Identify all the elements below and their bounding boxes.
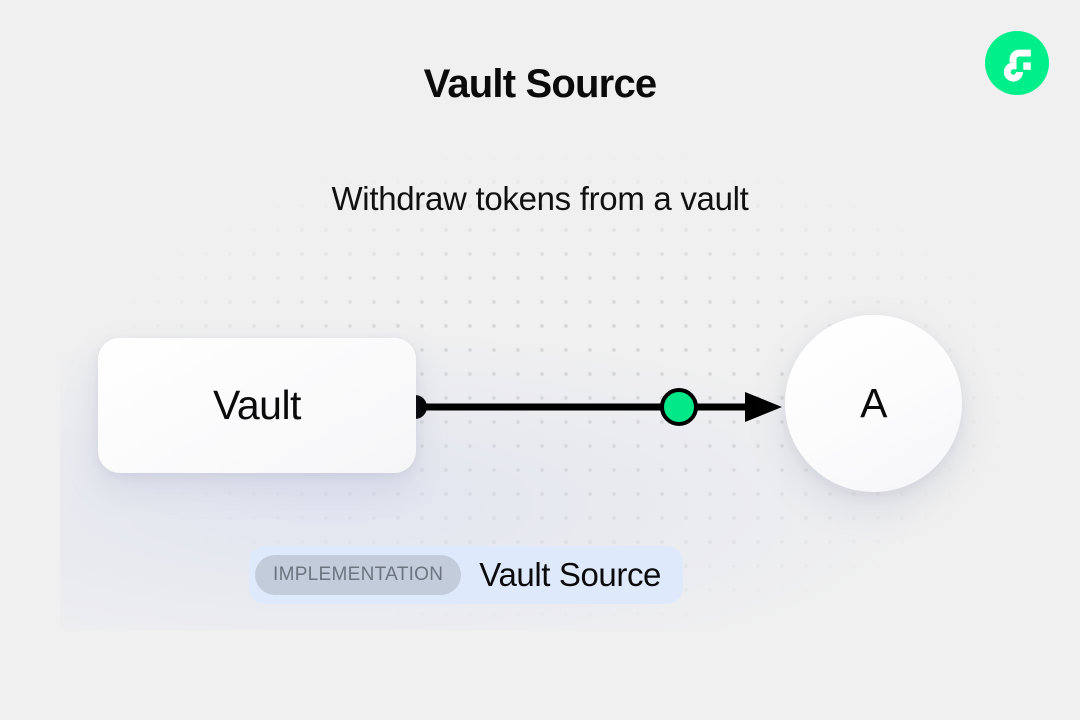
implementation-kind-pill: IMPLEMENTATION [255, 555, 462, 595]
node-vault-label: Vault [213, 382, 301, 428]
edge-midpoint-handle[interactable] [660, 388, 698, 426]
flow-logo-icon[interactable] [985, 31, 1049, 95]
implementation-kind-label: IMPLEMENTATION [273, 564, 444, 585]
node-a[interactable]: A [785, 315, 962, 492]
page-title: Vault Source [423, 62, 658, 106]
implementation-badge[interactable]: IMPLEMENTATION Vault Source [249, 546, 683, 604]
implementation-name: Vault Source [479, 556, 661, 593]
page-subtitle: Withdraw tokens from a vault [331, 180, 749, 217]
flow-logo-svg [985, 31, 1049, 95]
node-a-label: A [860, 380, 887, 426]
edge-vault-to-a[interactable] [403, 388, 782, 426]
node-vault[interactable]: Vault [98, 338, 416, 473]
